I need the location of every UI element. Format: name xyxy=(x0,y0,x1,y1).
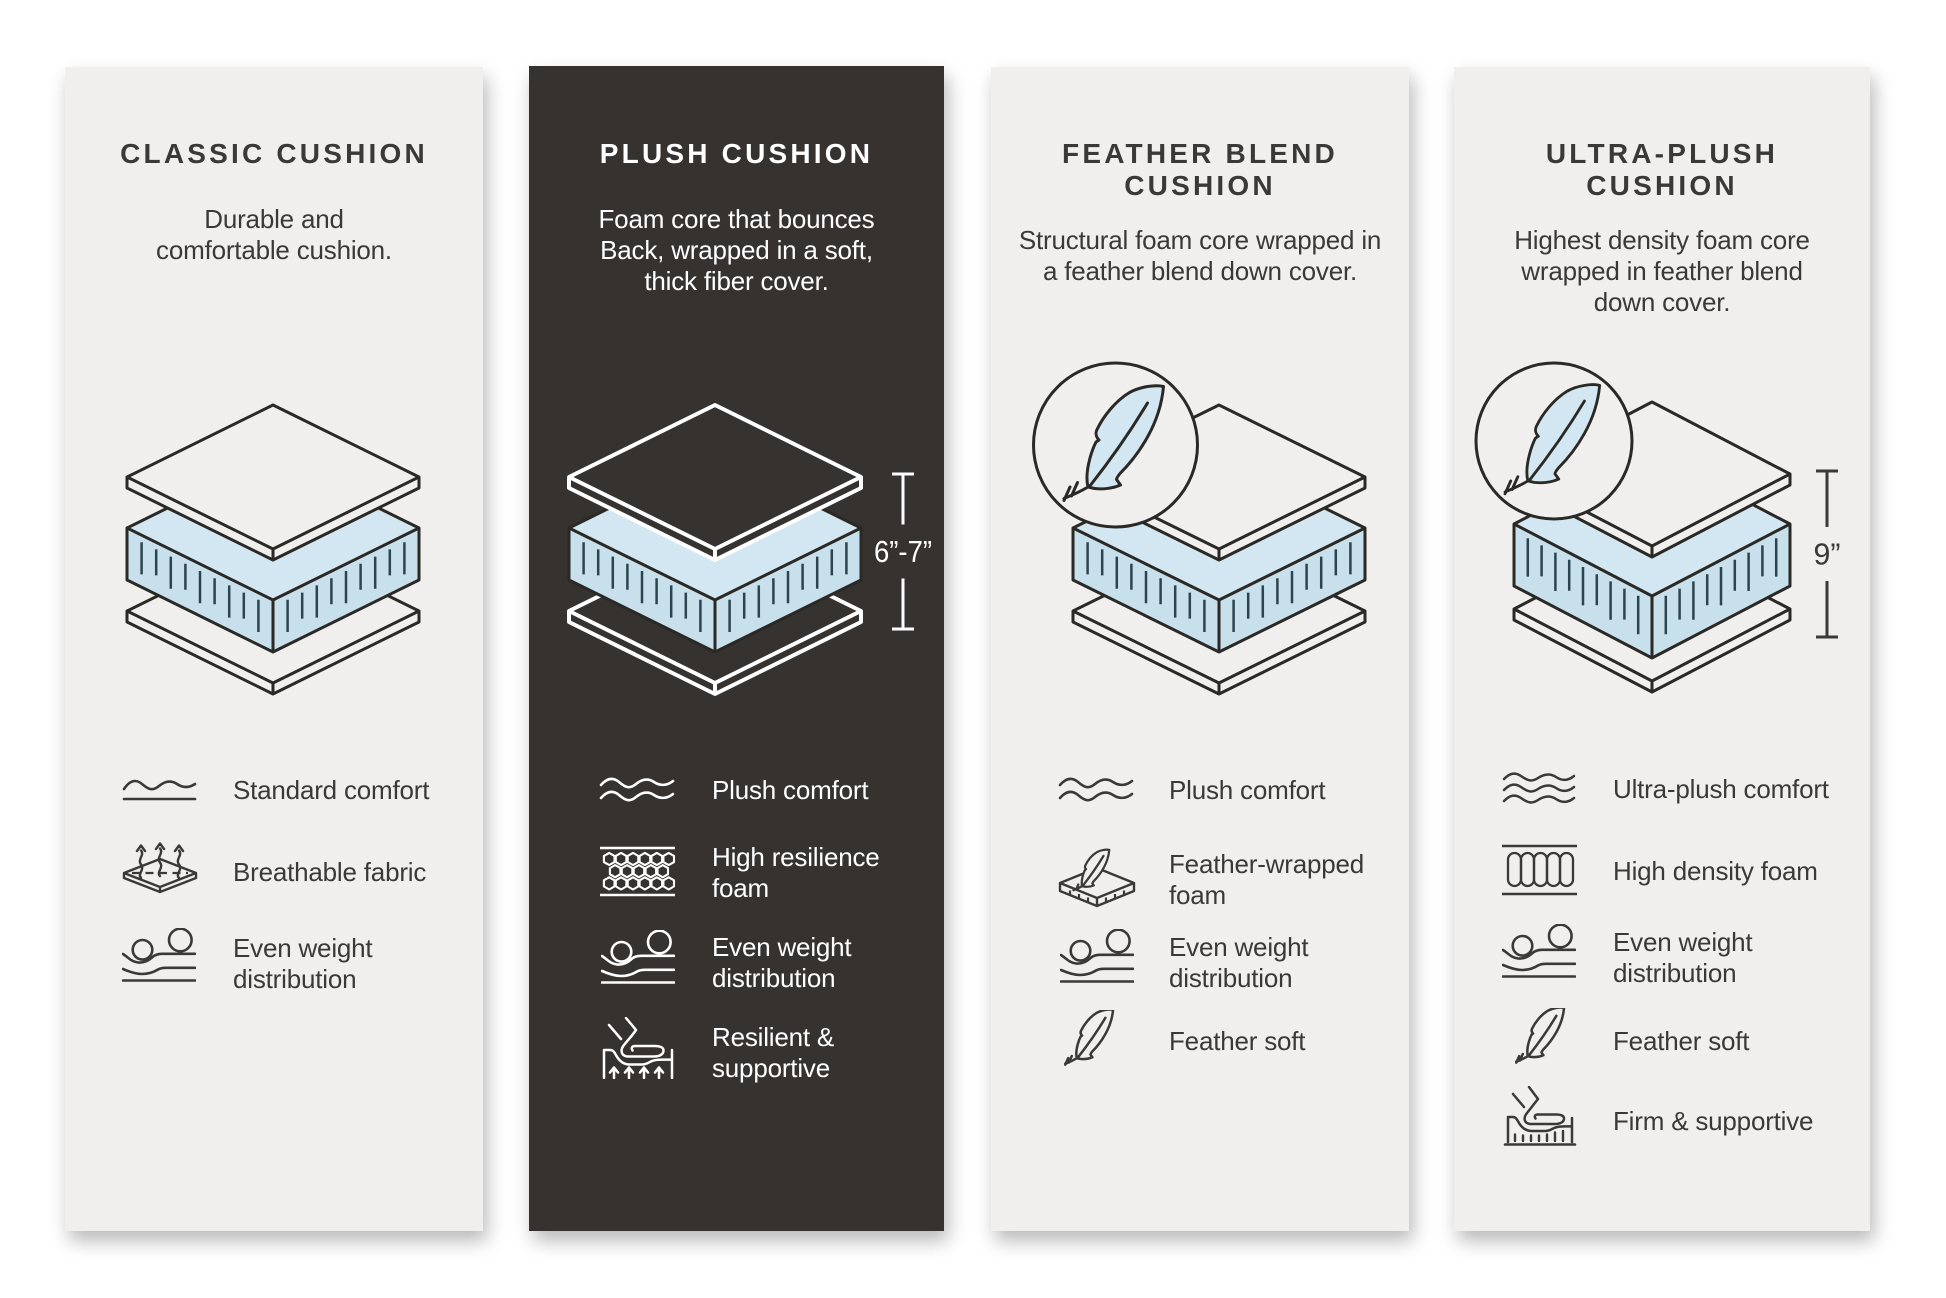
svg-text:9”: 9” xyxy=(1814,537,1841,572)
svg-text:6”-7”: 6”-7” xyxy=(874,534,932,569)
